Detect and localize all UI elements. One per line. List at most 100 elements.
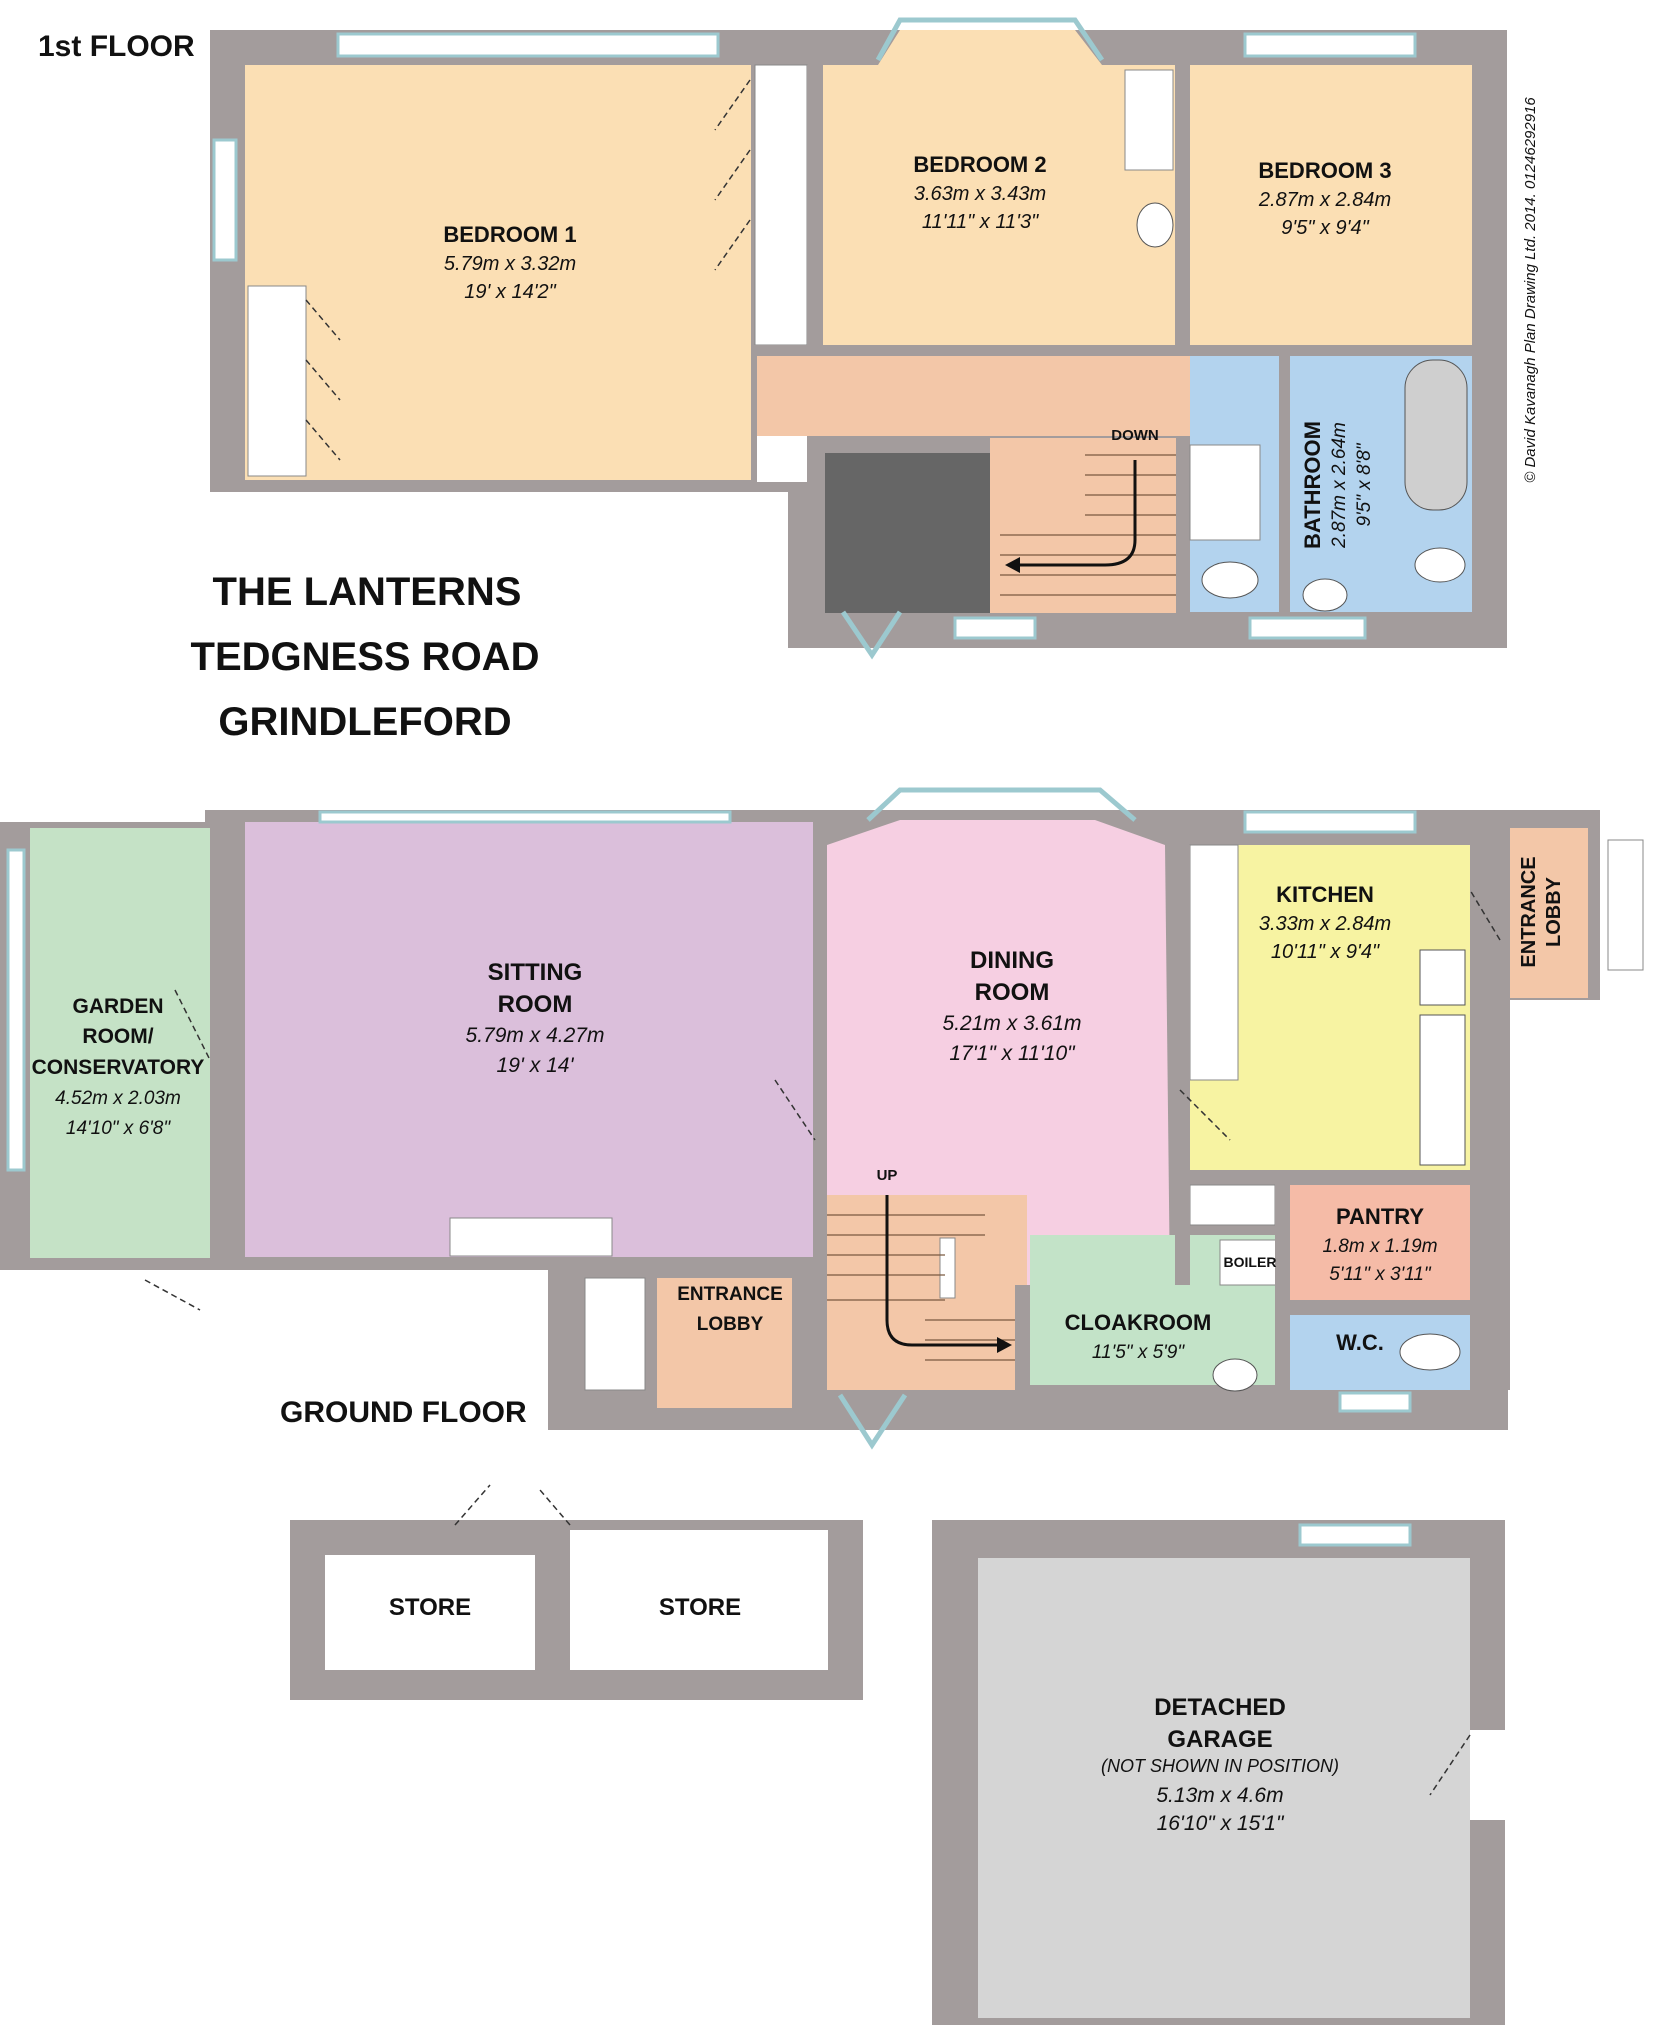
wall-kitchen-lobby — [1470, 845, 1510, 1390]
dining-imperial: 17'1" x 11'10" — [949, 1042, 1076, 1065]
dining-name-2: ROOM — [975, 979, 1050, 1006]
wall-dining-kitchen — [1175, 845, 1190, 1285]
bedroom-1-name: BEDROOM 1 — [443, 222, 576, 247]
copyright: © David Kavanagh Plan Drawing Ltd. 2014.… — [1522, 97, 1539, 483]
bedroom-1-imperial: 19' x 14'2" — [464, 281, 556, 303]
bedroom-3-window — [1243, 32, 1417, 58]
garage-metric: 5.13m x 4.6m — [1156, 1784, 1283, 1807]
stairs-down-arrow — [1015, 460, 1137, 567]
bathroom-name: BATHROOM — [1300, 421, 1325, 549]
bedroom-3 — [1190, 65, 1472, 345]
sitting-imperial: 19' x 14' — [497, 1054, 575, 1077]
landing-cupboard — [757, 436, 807, 482]
store-1-name: STORE — [389, 1594, 471, 1621]
sitting-room — [245, 822, 813, 1257]
front-cupboard — [584, 1277, 646, 1391]
store-2 — [570, 1530, 828, 1670]
address-line-3: GRINDLEFORD — [218, 700, 511, 744]
bedroom-2 — [823, 65, 1175, 345]
ground-cut-top — [0, 810, 205, 822]
garden-imperial: 14'10" x 6'8" — [66, 1118, 171, 1139]
kitchen-window — [1243, 810, 1417, 834]
wall-landing — [751, 345, 1491, 356]
entrance-lobby-front-name-2: LOBBY — [697, 1314, 764, 1335]
bathroom-label-group: BATHROOM 2.87m x 2.64m 9'5" x 8'8" — [1300, 421, 1375, 549]
stairs-up-label: UP — [877, 1167, 898, 1184]
store-2-name: STORE — [659, 1594, 741, 1621]
garage — [978, 1558, 1470, 2018]
garden-name-1: GARDEN — [72, 995, 163, 1018]
wc-toilet-icon — [1399, 1333, 1461, 1371]
stair-treads — [1000, 454, 1176, 596]
bedroom-3-metric: 2.87m x 2.84m — [1258, 189, 1391, 211]
bedroom-2-basin — [1136, 202, 1174, 248]
sink-icon — [1419, 1014, 1466, 1166]
boiler-box — [1219, 1239, 1281, 1286]
wall-garden-sitting — [210, 822, 245, 1257]
wall-sitting-dining — [813, 845, 827, 1285]
ground-cut-right — [1508, 1000, 1673, 1430]
bathroom-cupboard — [1189, 444, 1261, 541]
hob-icon — [1419, 949, 1466, 1006]
bathroom-basin-icon — [1302, 578, 1348, 612]
bath-icon — [1404, 359, 1468, 511]
dining-name-1: DINING — [970, 947, 1054, 974]
sitting-metric: 5.79m x 4.27m — [466, 1024, 605, 1047]
entrance-lobby-side-name-1: ENTRANCE — [1518, 856, 1540, 967]
stairs-first-floor — [990, 438, 1176, 613]
kitchen-counter — [1189, 844, 1239, 1081]
garden-metric: 4.52m x 2.03m — [55, 1088, 181, 1109]
wall-stairs-cloak — [1015, 1285, 1030, 1390]
entrance-lobby-side — [1510, 828, 1588, 998]
garden-name-2: ROOM/ — [82, 1025, 153, 1048]
bedroom-1-side-window — [212, 138, 238, 262]
boiler-label: BOILER — [1224, 1254, 1277, 1270]
stair-window — [953, 616, 1037, 640]
ground-cut — [0, 1270, 548, 1430]
stair-newel — [939, 1237, 956, 1299]
garden-window — [6, 848, 26, 1172]
arrow-head-icon — [1005, 557, 1020, 573]
bedroom-1-window — [336, 32, 720, 58]
bathroom-imperial: 9'5" x 8'8" — [1354, 442, 1375, 526]
entrance-lobby-side-label: ENTRANCE LOBBY — [1518, 856, 1565, 967]
bathroom-window — [1248, 616, 1367, 640]
wall-kitchen-pantry — [1275, 1170, 1470, 1185]
bathroom-metric: 2.87m x 2.64m — [1329, 422, 1350, 549]
ground-floor-label: GROUND FLOOR — [280, 1396, 527, 1429]
wall-landing-bath — [1279, 350, 1290, 612]
pantry-imperial: 5'11" x 3'11" — [1329, 1264, 1432, 1285]
bedroom-2-bay-window — [875, 17, 1105, 62]
address-line-2: TEDGNESS ROAD — [191, 635, 540, 679]
garage-name-1: DETACHED — [1154, 1694, 1286, 1721]
garage-window — [1298, 1523, 1412, 1547]
wc-window — [1338, 1391, 1412, 1413]
bidet-icon — [1414, 547, 1466, 583]
stairs-ground-floor — [827, 1195, 1027, 1390]
stairs-up-arrow — [885, 1195, 1000, 1347]
kitchen-imperial: 10'11" x 9'4" — [1271, 941, 1380, 963]
bedroom-2-imperial: 11'11" x 11'3" — [922, 211, 1039, 233]
cloakroom-basin-icon — [1212, 1358, 1258, 1392]
entrance-lobby-front — [657, 1278, 792, 1408]
wall-pantry-wc — [1285, 1300, 1470, 1315]
sitting-name-1: SITTING — [488, 959, 583, 986]
bedroom-1-closet — [754, 64, 808, 346]
side-porch-window — [1607, 839, 1644, 971]
sitting-name-2: ROOM — [498, 991, 573, 1018]
cloakroom-imperial: 11'5" x 5'9" — [1092, 1342, 1185, 1363]
bedroom-2-bay — [878, 30, 1102, 65]
garage-side-door — [1470, 1730, 1505, 1820]
front-bay-window — [837, 1393, 908, 1450]
fireplace — [449, 1217, 613, 1257]
entrance-lobby-side-name-2: LOBBY — [1543, 876, 1565, 947]
garage-name-2: GARAGE — [1167, 1726, 1272, 1753]
cloakroom-name: CLOAKROOM — [1065, 1310, 1212, 1335]
dining-bay-window — [866, 787, 1137, 822]
garage-imperial: 16'10" x 15'1" — [1157, 1812, 1285, 1835]
bedroom-2-name: BEDROOM 2 — [913, 152, 1046, 177]
kitchen-name: KITCHEN — [1276, 882, 1374, 907]
pantry-metric: 1.8m x 1.19m — [1322, 1236, 1437, 1257]
bedroom-2-metric: 3.63m x 3.43m — [914, 183, 1046, 205]
